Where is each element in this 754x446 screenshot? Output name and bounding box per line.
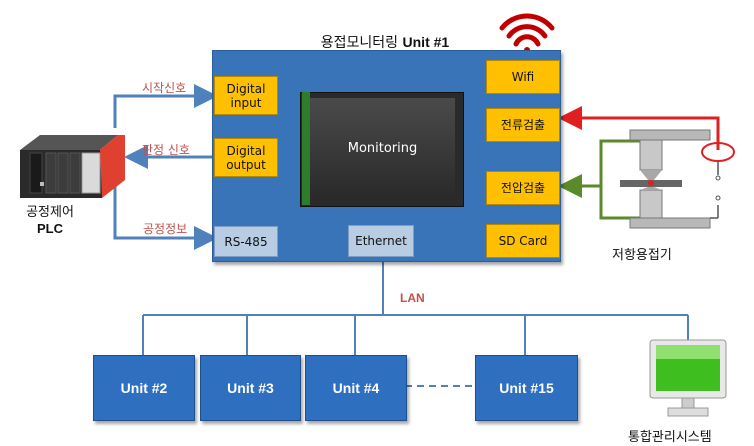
- digital-input-box: Digital input: [214, 76, 278, 115]
- lan-tree: [142, 253, 689, 355]
- plc-label-korean: 공정제어: [26, 205, 74, 220]
- plc-label: 공정제어 PLC: [10, 205, 90, 238]
- monitor-board: [302, 92, 310, 205]
- unit-15-box: Unit #15: [475, 355, 578, 421]
- sd-card-box: SD Card: [486, 224, 560, 258]
- wifi-box: Wifi: [486, 60, 560, 94]
- ethernet-box: Ethernet: [348, 225, 414, 257]
- title-english: Unit #1: [402, 34, 450, 50]
- process-info-arrow: [113, 185, 218, 250]
- management-system-label: 통합관리시스템: [628, 430, 712, 445]
- lan-label: LAN: [400, 291, 425, 305]
- plc-icon: [20, 135, 125, 198]
- judge-signal-label: 판정 신호: [142, 143, 190, 157]
- unit-4-box: Unit #4: [305, 355, 407, 421]
- main-unit-title: 용접모니터링 Unit #1: [270, 32, 500, 52]
- current-detect-box: 전류검출: [486, 108, 560, 142]
- voltage-arrow: [564, 139, 640, 220]
- title-korean: 용접모니터링: [320, 35, 399, 51]
- plc-label-english: PLC: [37, 221, 63, 236]
- monitor-icon: [649, 339, 727, 417]
- start-signal-label: 시작신호: [142, 81, 187, 95]
- monitoring-screen: Monitoring: [310, 98, 455, 198]
- welder-label: 저항용접기: [612, 248, 672, 263]
- voltage-detect-box: 전압검출: [486, 171, 560, 205]
- unit-3-box: Unit #3: [200, 355, 301, 421]
- process-info-label: 공정정보: [143, 222, 188, 236]
- welder-icon: [620, 129, 735, 229]
- wifi-icon: [499, 13, 555, 53]
- digital-output-box: Digital output: [214, 138, 278, 177]
- current-arrow: [558, 106, 720, 150]
- rs485-box: RS-485: [214, 226, 278, 257]
- unit-2-box: Unit #2: [93, 355, 195, 421]
- start-signal-arrow: [113, 84, 218, 128]
